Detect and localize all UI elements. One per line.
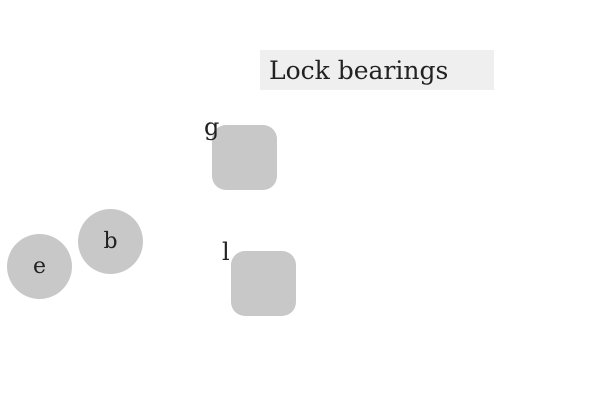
header-title: Lock bearings (269, 55, 449, 85)
lock-bearings-header[interactable]: Lock bearings (260, 50, 494, 90)
round-token-e[interactable]: e (7, 234, 72, 299)
round-token-b-label: b (103, 229, 118, 254)
square-token-g-label: g (204, 113, 220, 141)
square-token-g[interactable] (212, 125, 277, 190)
round-token-e-label: e (32, 254, 47, 279)
square-token-l-label: l (222, 238, 230, 266)
round-token-b[interactable]: b (78, 209, 143, 274)
square-token-l[interactable] (231, 251, 296, 316)
